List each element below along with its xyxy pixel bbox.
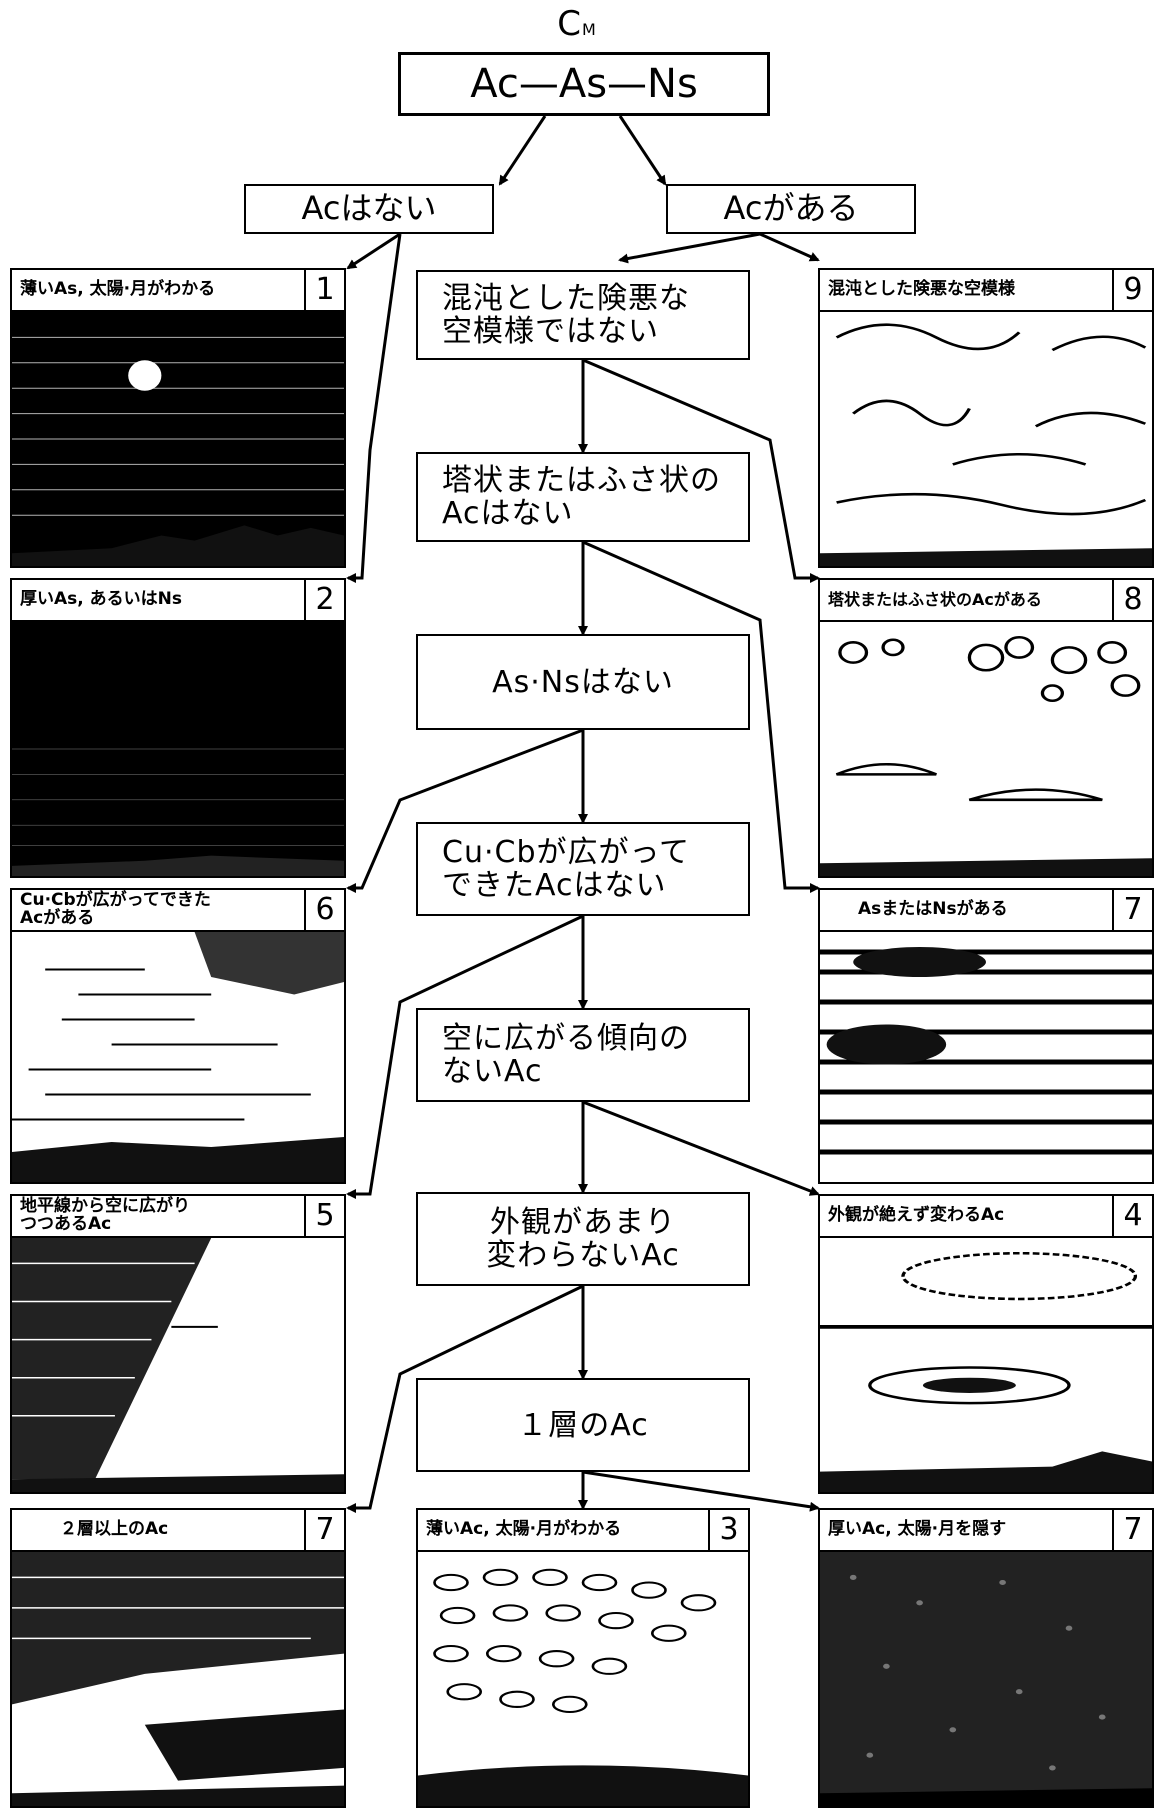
edge-n3-p6 <box>346 728 584 893</box>
branch-has-ac: Acがある <box>666 184 916 234</box>
edge-has-ac-n1 <box>618 232 761 264</box>
edge-n5-p4 <box>582 1100 820 1196</box>
edge-root-has-ac <box>618 115 667 186</box>
edge-n4-p5 <box>346 914 584 1199</box>
diagram-title: CM <box>557 4 597 44</box>
node-not-chaotic: 混沌とした険悪な 空模様ではない <box>416 270 750 360</box>
edge-no-ac-p2 <box>346 233 402 583</box>
branch-no-ac: Acはない <box>244 184 494 234</box>
node-stable-appearance-ac: 外観があまり 変わらないAc <box>416 1192 750 1286</box>
edge-n1-p8 <box>582 358 820 583</box>
root-node: Ac—As—Ns <box>398 52 770 116</box>
node-single-layer-ac: １層のAc <box>416 1378 750 1472</box>
node-no-tower-ac: 塔状またはふさ状の Acはない <box>416 452 750 542</box>
edge-n6-p7l <box>346 1284 584 1513</box>
edge-n7-p7r <box>582 1470 820 1512</box>
edge-no-ac-p1 <box>346 232 401 270</box>
edge-root-no-ac <box>498 115 547 186</box>
edge-n2-p7a <box>582 540 820 893</box>
node-not-spreading-ac: 空に広がる傾向の ないAc <box>416 1008 750 1102</box>
node-no-cu-cb-ac: Cu·Cbが広がって できたAcはない <box>416 822 750 916</box>
node-no-as-ns: As·Nsはない <box>416 634 750 730</box>
edge-has-ac-p9 <box>759 232 820 262</box>
